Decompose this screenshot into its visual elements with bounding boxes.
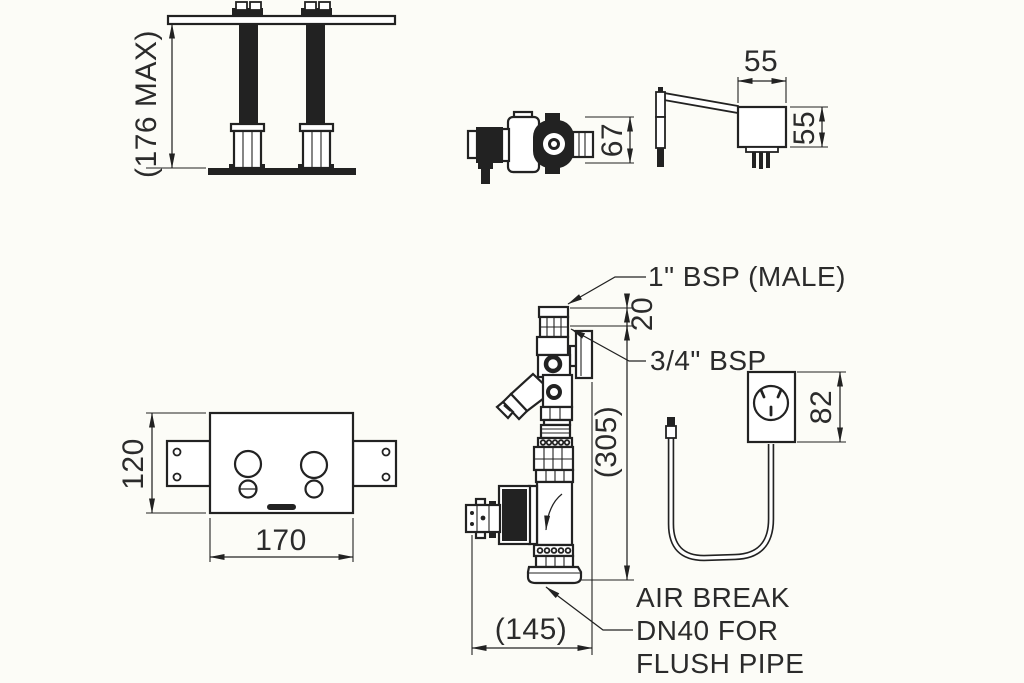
sensor-tip	[667, 417, 675, 426]
threaded-stud	[239, 24, 258, 128]
hex-nut	[298, 122, 335, 170]
collar	[534, 468, 575, 484]
side-outlet-block	[574, 329, 594, 380]
solenoid-coil	[497, 484, 532, 546]
dim-145: (145)	[494, 613, 568, 646]
wall-plate-view	[146, 411, 398, 562]
y-strainer	[495, 372, 554, 421]
power-outlet-view	[665, 370, 846, 562]
stud-head	[301, 8, 332, 17]
sensor-control-box-view	[655, 77, 828, 169]
stud-head	[232, 8, 263, 17]
leader-air-break-note	[545, 586, 633, 631]
terminal-pin	[752, 152, 756, 168]
fixing-studs-view	[146, 1, 397, 175]
beaded-ring	[532, 543, 575, 558]
dim-67: 67	[596, 122, 629, 158]
sensor-window	[233, 449, 263, 479]
union-nut	[532, 445, 575, 472]
mounting-bracket	[165, 439, 212, 488]
dim-55-width: 55	[743, 45, 779, 78]
label-inlet-1bsp: 1" BSP (MALE)	[648, 261, 846, 292]
leader-outlet-label	[570, 328, 646, 362]
control-box	[736, 105, 788, 149]
dim-176-max: (176 MAX)	[130, 30, 163, 178]
dim-20: 20	[626, 296, 659, 332]
union-fitting	[539, 405, 574, 422]
screw	[304, 479, 324, 499]
solenoid-valve-body	[535, 480, 574, 547]
sensor-cable	[663, 91, 739, 115]
sensor-probe	[655, 91, 666, 118]
dim-170: 170	[255, 524, 307, 557]
solenoid-plug	[481, 169, 490, 184]
note-air-break-line3: FLUSH PIPE	[636, 648, 805, 679]
beaded-ring	[536, 436, 574, 449]
inlet-thread	[537, 305, 570, 339]
thread-section	[539, 423, 572, 440]
dim-120: 120	[117, 438, 150, 490]
mounting-plate-bottom	[208, 168, 356, 175]
sensor-tip	[657, 148, 664, 167]
sensor-window	[299, 450, 329, 480]
solenoid-connector	[464, 497, 502, 540]
mounting-bracket	[351, 439, 398, 488]
leader-inlet-label	[567, 276, 646, 305]
air-break-outlet-flange	[526, 565, 583, 585]
note-air-break-line1: AIR BREAK	[636, 582, 790, 613]
terminal-pin	[759, 152, 763, 169]
hex-nut	[229, 122, 266, 170]
valve-assembly-view	[464, 276, 646, 655]
faceplate	[208, 411, 355, 515]
valve-outlet-thread	[571, 130, 595, 159]
sensor-probe	[665, 425, 677, 439]
dim-82: 82	[805, 389, 838, 425]
collar	[534, 554, 575, 569]
solenoid-coil	[476, 127, 503, 163]
threaded-stud	[306, 24, 325, 128]
note-air-break-line2: DN40 FOR	[636, 615, 779, 646]
dim-55-height: 55	[788, 110, 821, 146]
solenoid-valve-top-view	[466, 110, 634, 184]
power-outlet	[746, 370, 797, 444]
brand-mark	[267, 504, 296, 510]
terminal-pin	[766, 152, 770, 168]
sensor-cable-loop	[667, 438, 775, 562]
label-outlet-34bsp: 3/4" BSP	[650, 345, 767, 376]
socket-slots	[759, 388, 783, 417]
dim-305: (305)	[590, 405, 623, 479]
mounting-plate-top	[166, 14, 397, 26]
flow-arrow	[544, 493, 563, 531]
